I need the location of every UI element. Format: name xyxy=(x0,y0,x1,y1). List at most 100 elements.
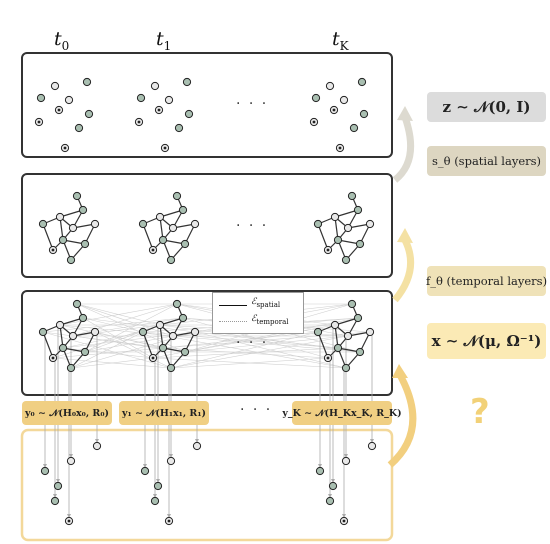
temporal-edge-25 xyxy=(70,357,154,369)
graph-node-1-0-1 xyxy=(178,205,188,215)
graph-node-1-1-8 xyxy=(190,327,200,337)
graph-node-1-1-4 xyxy=(158,343,168,353)
temporal-edge-54 xyxy=(184,324,336,353)
graph-node-2-0-6 xyxy=(355,239,365,249)
obs-node-0-3 xyxy=(50,496,60,506)
edge-0-0-5 xyxy=(42,223,54,251)
graph-node-1-0-2 xyxy=(138,219,148,229)
state-prior-tag: x ∼ 𝒩(μ, Ω⁻¹) xyxy=(427,323,546,359)
graph-node-1-0-8 xyxy=(190,219,200,229)
obs-node-2-1 xyxy=(315,466,325,476)
obs-node-2-3 xyxy=(325,496,335,506)
obs-arrow-2-3 xyxy=(328,494,332,498)
obs-node-1-1 xyxy=(140,466,150,476)
obs-arrow-2-5 xyxy=(370,439,374,443)
graph-node-2-0-1 xyxy=(353,205,363,215)
graph-node-1-1-1 xyxy=(178,313,188,323)
graph-node-0-1-6 xyxy=(80,347,90,357)
graph-node-0-1-3 xyxy=(68,331,78,341)
legend-dotted-line xyxy=(219,321,247,322)
edge-1-1-5 xyxy=(142,331,154,359)
temporal-edge-30 xyxy=(76,303,161,326)
graph-node-2-1-0 xyxy=(330,320,340,330)
obs-arrow-1-3 xyxy=(153,494,157,498)
obs-arrow-1-1 xyxy=(143,464,147,468)
latent-node-2-8-dot xyxy=(338,146,342,150)
obs-arrow-1-0 xyxy=(156,479,160,483)
panel-spatial xyxy=(21,173,393,278)
latent-node-2-0 xyxy=(325,81,335,91)
graph-node-0-0-8 xyxy=(90,219,100,229)
temporal-edge-52 xyxy=(152,347,339,359)
ellipsis-latent: · · · xyxy=(236,96,269,112)
temporal-edge-31 xyxy=(76,303,174,337)
edge-2-0-5 xyxy=(317,223,329,251)
graph-node-0-1-5-dot xyxy=(51,356,55,360)
edge-2-1-5 xyxy=(317,331,329,359)
temporal-edge-62 xyxy=(194,331,339,349)
obs-node-1-5 xyxy=(192,441,202,451)
graph-node-1-1-9 xyxy=(172,299,182,309)
arrowhead-obs xyxy=(392,364,408,378)
temporal-edge-63 xyxy=(194,331,347,369)
time-label-1: t1 xyxy=(156,28,172,53)
temporal-layers-tag: f_θ (temporal layers) xyxy=(426,266,547,296)
legend-spatial: ℰspatial xyxy=(251,297,281,309)
panel-observations xyxy=(20,428,394,542)
graph-node-0-1-2 xyxy=(38,327,48,337)
temporal-edge-24 xyxy=(70,331,144,369)
graph-node-1-0-3 xyxy=(168,223,178,233)
graph-node-2-0-3 xyxy=(343,223,353,233)
arrowhead-spatial xyxy=(397,106,413,121)
graph-node-1-0-9 xyxy=(172,191,182,201)
graph-node-2-0-8 xyxy=(365,219,375,229)
latent-node-0-3 xyxy=(64,95,74,105)
obs-arrow-0-5 xyxy=(95,439,99,443)
latent-node-2-4-dot xyxy=(332,108,336,112)
graph-node-1-0-5-dot xyxy=(151,248,155,252)
ellipsis-temporal: · · · xyxy=(236,335,269,351)
obs-arrow-0-2 xyxy=(69,454,73,458)
obs-arrow-2-0 xyxy=(331,479,335,483)
graph-node-0-0-9 xyxy=(72,191,82,201)
graph-node-1-1-2 xyxy=(138,327,148,337)
graph-node-1-1-0 xyxy=(155,320,165,330)
latent-node-2-6 xyxy=(359,109,369,119)
graph-node-0-0-5-dot xyxy=(51,248,55,252)
obs-node-0-2 xyxy=(66,456,76,466)
graph-node-2-0-9 xyxy=(347,191,357,201)
obs-node-1-2 xyxy=(166,456,176,466)
obs-node-2-4-dot xyxy=(342,519,346,523)
obs-node-2-5 xyxy=(367,441,377,451)
observation-lines xyxy=(43,325,374,518)
latent-node-1-1 xyxy=(182,77,192,87)
obs-node-0-5 xyxy=(92,441,102,451)
latent-node-1-6 xyxy=(184,109,194,119)
graph-node-0-1-0 xyxy=(55,320,65,330)
edge-1-0-5 xyxy=(142,223,154,251)
graph-node-2-1-2 xyxy=(313,327,323,337)
obs-node-0-4-dot xyxy=(67,519,71,523)
ellipsis-observations: · · · xyxy=(240,402,273,418)
obs-arrow-2-4 xyxy=(342,514,346,518)
obs-node-1-3 xyxy=(150,496,160,506)
graph-node-2-0-7 xyxy=(341,255,351,265)
arrowhead-temporal xyxy=(397,228,413,243)
latent-prior-tag: z ∼ 𝒩(0, I) xyxy=(427,92,546,122)
graph-node-2-1-5-dot xyxy=(326,356,330,360)
graph-node-2-0-0 xyxy=(330,212,340,222)
obs-node-2-2 xyxy=(341,456,351,466)
graph-node-0-0-6 xyxy=(80,239,90,249)
legend-solid-line xyxy=(219,305,247,306)
latent-node-1-5-dot xyxy=(137,120,141,124)
graph-node-2-1-4 xyxy=(333,343,343,353)
graph-node-2-1-8 xyxy=(365,327,375,337)
arrow-obs-to-prior xyxy=(387,373,417,468)
question-mark: ? xyxy=(470,392,490,432)
graph-node-2-0-5-dot xyxy=(326,248,330,252)
latent-node-1-2 xyxy=(136,93,146,103)
latent-node-2-3 xyxy=(339,95,349,105)
graph-node-0-1-7 xyxy=(66,363,76,373)
obs-node-0-1 xyxy=(40,466,50,476)
latent-node-2-5-dot xyxy=(312,120,316,124)
